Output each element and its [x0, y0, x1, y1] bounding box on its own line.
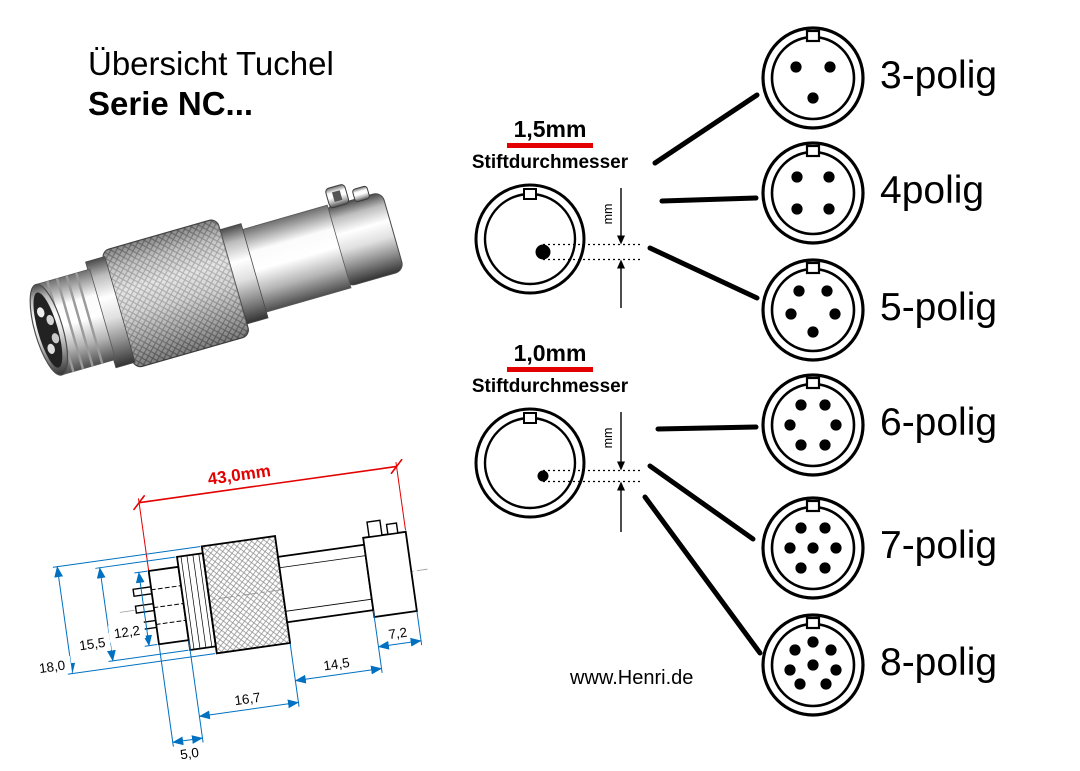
- pin-dots: [791, 171, 835, 215]
- dim-clamp-length: 7,2: [387, 625, 408, 642]
- unit-label-2: mm: [601, 428, 615, 449]
- technical-drawing: 43,0mm 12,2 15,5 18,0: [32, 458, 428, 763]
- keyway-notch: [523, 188, 537, 201]
- photo-screw-slot: [331, 190, 343, 203]
- connection-line-8polig: [642, 494, 763, 656]
- title-line-2: Serie NC...: [88, 85, 254, 123]
- drawing-connector-outline: [132, 519, 418, 655]
- connector-face-8polig: [761, 613, 865, 717]
- keyway-notch: [805, 499, 821, 513]
- dim-lengths: [158, 610, 423, 747]
- keyway-notch: [805, 616, 821, 630]
- pin-dots: [784, 522, 842, 574]
- connection-line-7polig: [647, 463, 756, 542]
- connector-face-4polig: [761, 141, 865, 245]
- connection-line-4polig: [659, 195, 759, 204]
- keyway-notch: [523, 412, 537, 425]
- connector-face-5polig: [761, 258, 865, 362]
- pin-dots: [784, 399, 842, 451]
- photo-front-pins: [36, 307, 60, 354]
- variant-label-5polig: 5-polig: [880, 286, 998, 329]
- pin-diameter-diagram-1: mm: [474, 183, 643, 309]
- dim-length-labels: 7,2 14,5 16,7 5,0: [179, 625, 408, 763]
- keyway-notch: [805, 261, 821, 275]
- pin-dot-small: [537, 470, 549, 482]
- measure-arrows: [617, 412, 625, 533]
- photo-clamp-screw-2: [352, 185, 370, 203]
- pin-diameter-diagram-2: mm: [474, 407, 643, 533]
- page-title: Übersicht Tuchel Serie NC...: [88, 44, 334, 125]
- keyway-notch: [805, 29, 821, 43]
- connection-line-6polig: [655, 424, 759, 432]
- connector-face-3polig: [761, 26, 865, 130]
- dim-front-length: 5,0: [179, 745, 200, 762]
- pin-diameter-section-2: 1,0mm Stiftdurchmesser mm: [435, 340, 665, 540]
- pin-diameter-section-1: 1,5mm Stiftdurchmesser mm: [435, 116, 665, 316]
- photo-knurl-shading: [103, 220, 249, 367]
- connector-face-6polig: [761, 373, 865, 477]
- pin-dots: [790, 61, 836, 104]
- variant-label-4polig: 4polig: [880, 169, 985, 212]
- measure-leader-lines: [543, 244, 643, 261]
- variant-label-3polig: 3-polig: [880, 54, 998, 97]
- pin-dots: [784, 636, 842, 690]
- title-line-1: Übersicht Tuchel: [88, 45, 334, 82]
- connector-photo: [29, 184, 403, 376]
- pin-dots: [785, 285, 841, 338]
- pin-size-2: 1,0mm: [506, 340, 594, 373]
- dim-rear-length: 14,5: [322, 655, 350, 674]
- pin-size-1: 1,5mm: [506, 116, 594, 149]
- connection-line-5polig: [647, 245, 760, 301]
- variant-label-6polig: 6-polig: [880, 401, 998, 444]
- dim-diameter-labels: 12,2 15,5 18,0: [32, 621, 146, 678]
- connection-line-3polig: [652, 92, 760, 166]
- dim-outer-diameter: 18,0: [38, 658, 66, 677]
- unit-label-1: mm: [601, 204, 615, 225]
- variant-label-7polig: 7-polig: [880, 524, 998, 567]
- pin-dot-large: [535, 244, 551, 260]
- keyway-notch: [805, 144, 821, 158]
- pin-size-label-2: Stiftdurchmesser: [471, 376, 629, 398]
- dim-body-length: 16,7: [233, 690, 261, 709]
- measure-arrows: [617, 188, 625, 309]
- website-text: www.Henri.de: [570, 667, 694, 689]
- pin-size-label-1: Stiftdurchmesser: [471, 152, 629, 174]
- dim-front-diameter: 12,2: [113, 623, 141, 642]
- connector-face-7polig: [761, 496, 865, 600]
- measure-leader-lines: [543, 470, 643, 483]
- dim-thread-diameter: 15,5: [78, 635, 106, 654]
- variant-label-8polig: 8-polig: [880, 641, 998, 684]
- keyway-notch: [805, 376, 821, 390]
